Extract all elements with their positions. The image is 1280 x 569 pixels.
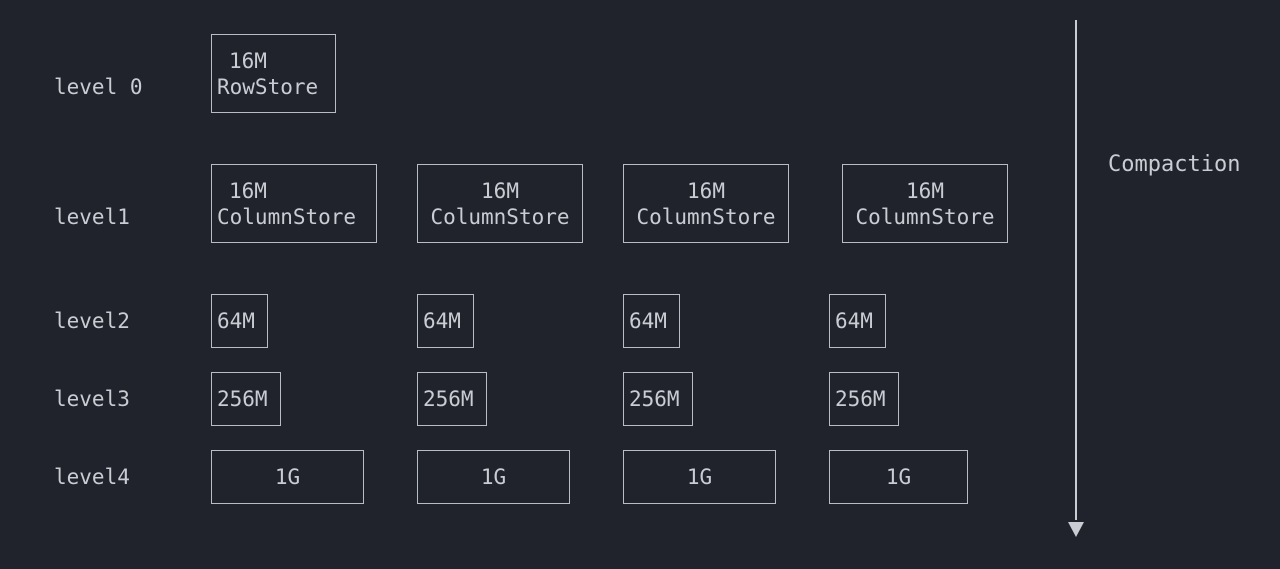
box-size: 256M (835, 387, 886, 411)
box-size: 64M (629, 309, 667, 333)
arrow-down-icon (1068, 522, 1084, 537)
level-1-box-2: 16M ColumnStore (417, 164, 583, 243)
level-2-box-1: 64M (211, 294, 268, 348)
level-4-box-4: 1G (829, 450, 968, 504)
level-0-label: level 0 (54, 75, 143, 99)
box-type: ColumnStore (636, 204, 776, 229)
box-size: 256M (629, 387, 680, 411)
box-size: 256M (217, 387, 268, 411)
box-size: 1G (274, 465, 301, 489)
box-type: ColumnStore (217, 204, 357, 229)
level-2-box-3: 64M (623, 294, 680, 348)
level-1-box-1: 16M ColumnStore (211, 164, 377, 243)
box-size: 256M (423, 387, 474, 411)
level-2-box-4: 64M (829, 294, 886, 348)
box-type: ColumnStore (855, 204, 995, 229)
box-size: 1G (480, 465, 507, 489)
box-size: 16M (229, 48, 267, 73)
box-size: 64M (423, 309, 461, 333)
level-3-box-2: 256M (417, 372, 487, 426)
level-4-box-1: 1G (211, 450, 364, 504)
compaction-label: Compaction (1108, 152, 1241, 177)
box-type: ColumnStore (430, 204, 570, 229)
box-size: 16M (906, 178, 944, 203)
box-size: 1G (885, 465, 912, 489)
level-1-box-4: 16M ColumnStore (842, 164, 1008, 243)
box-size: 64M (217, 309, 255, 333)
level-3-box-1: 256M (211, 372, 281, 426)
box-size: 16M (229, 178, 267, 203)
box-size: 16M (687, 178, 725, 203)
level-3-box-4: 256M (829, 372, 899, 426)
box-size: 64M (835, 309, 873, 333)
level-1-box-3: 16M ColumnStore (623, 164, 789, 243)
level-1-label: level1 (54, 205, 130, 229)
level-4-label: level4 (54, 465, 130, 489)
level-3-box-3: 256M (623, 372, 693, 426)
level-2-box-2: 64M (417, 294, 474, 348)
compaction-arrow-line (1075, 20, 1077, 520)
box-type: RowStore (217, 74, 319, 99)
box-size: 1G (686, 465, 713, 489)
level-4-box-2: 1G (417, 450, 570, 504)
level-0-rowstore-box: 16M RowStore (211, 34, 336, 113)
level-2-label: level2 (54, 309, 130, 333)
box-size: 16M (481, 178, 519, 203)
level-3-label: level3 (54, 387, 130, 411)
level-4-box-3: 1G (623, 450, 776, 504)
